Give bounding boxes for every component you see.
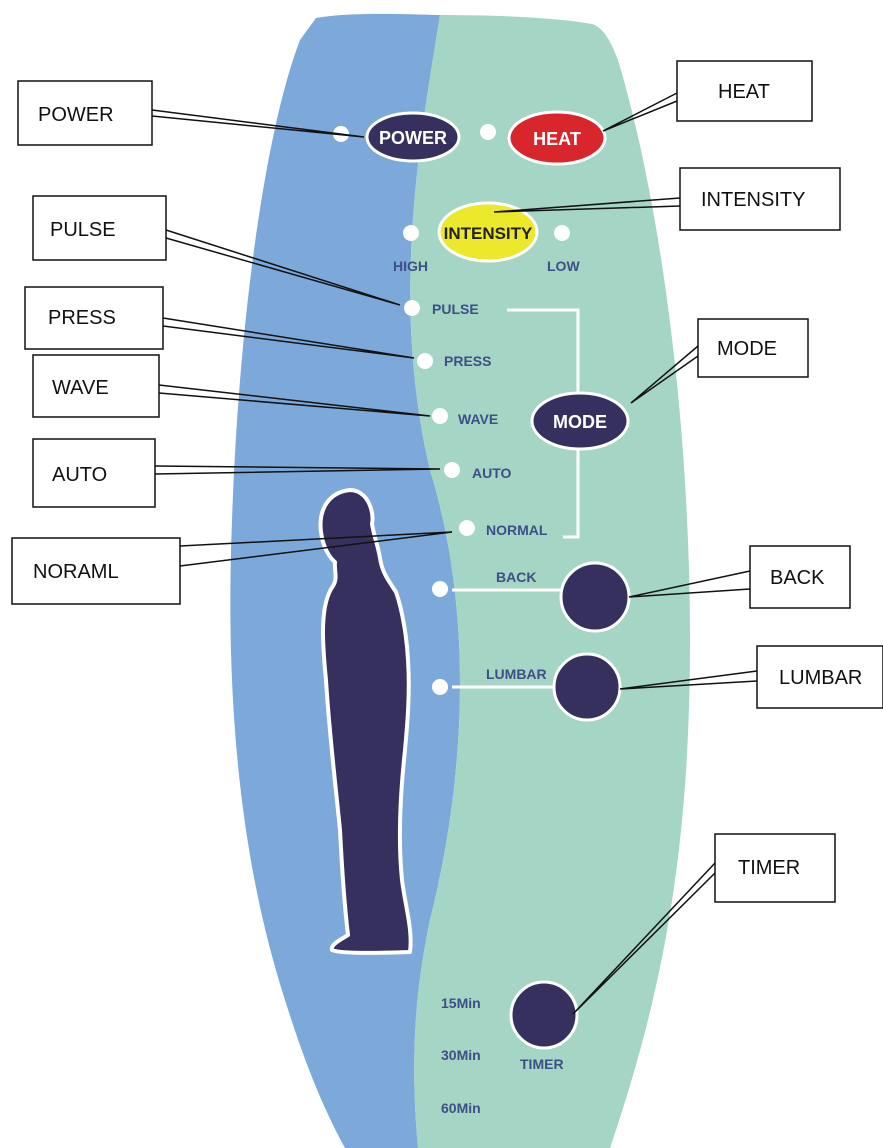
- heat-led: [480, 124, 496, 140]
- callout-wave-text: WAVE: [52, 377, 109, 399]
- press-led: [417, 353, 433, 369]
- callout-heat: HEAT: [677, 61, 812, 121]
- wave-led: [432, 408, 448, 424]
- callout-pulse: PULSE: [33, 196, 166, 260]
- normal-label: NORMAL: [486, 522, 548, 538]
- lumbar-led: [432, 679, 448, 695]
- back-label: BACK: [496, 569, 536, 585]
- timer-label: TIMER: [520, 1056, 564, 1072]
- callout-mode-text: MODE: [717, 338, 777, 360]
- timer-60min-label: 60Min: [441, 1100, 481, 1116]
- back-led: [432, 581, 448, 597]
- callout-auto-text: AUTO: [52, 464, 107, 486]
- callout-normal: NORAML: [12, 538, 180, 604]
- pulse-led: [404, 300, 420, 316]
- callout-wave: WAVE: [33, 355, 159, 417]
- timer-button[interactable]: [511, 982, 577, 1048]
- wave-label: WAVE: [458, 411, 498, 427]
- callout-press-text: PRESS: [48, 307, 116, 329]
- intensity-button-label: INTENSITY: [444, 224, 533, 243]
- normal-led: [459, 520, 475, 536]
- timer-30min-label: 30Min: [441, 1047, 481, 1063]
- callout-mode: MODE: [698, 319, 808, 377]
- auto-label: AUTO: [472, 465, 512, 481]
- lumbar-button[interactable]: [554, 654, 620, 720]
- auto-led: [444, 462, 460, 478]
- callout-press: PRESS: [25, 287, 163, 349]
- callout-back: BACK: [750, 546, 850, 608]
- callout-lumbar: LUMBAR: [757, 646, 883, 708]
- callout-timer-text: TIMER: [738, 857, 800, 879]
- heat-button-label: HEAT: [533, 129, 581, 149]
- intensity-low-led: [554, 225, 570, 241]
- mode-press: PRESS: [417, 353, 491, 369]
- intensity-high-led: [403, 225, 419, 241]
- callout-timer: TIMER: [715, 834, 835, 902]
- callout-back-text: BACK: [770, 567, 825, 589]
- mode-pulse: PULSE: [404, 300, 479, 317]
- callout-auto: AUTO: [33, 439, 155, 507]
- callout-power: POWER: [18, 81, 152, 145]
- callout-heat-text: HEAT: [718, 81, 770, 103]
- callout-pulse-text: PULSE: [50, 219, 116, 241]
- heat-button[interactable]: HEAT: [509, 112, 605, 164]
- back-button[interactable]: [561, 563, 629, 631]
- callout-lumbar-text: LUMBAR: [779, 667, 862, 689]
- pulse-label: PULSE: [432, 301, 479, 317]
- press-label: PRESS: [444, 353, 491, 369]
- callout-normal-text: NORAML: [33, 561, 119, 583]
- power-button[interactable]: POWER: [367, 113, 459, 161]
- timer-15min-label: 15Min: [441, 995, 481, 1011]
- power-button-label: POWER: [379, 128, 447, 148]
- lumbar-label: LUMBAR: [486, 666, 547, 682]
- callout-power-text: POWER: [38, 104, 114, 126]
- mode-button[interactable]: MODE: [532, 393, 628, 449]
- mode-button-label: MODE: [553, 412, 607, 432]
- callout-intensity: INTENSITY: [680, 168, 840, 230]
- high-label: HIGH: [393, 258, 428, 274]
- low-label: LOW: [547, 258, 580, 274]
- callout-intensity-text: INTENSITY: [701, 189, 805, 211]
